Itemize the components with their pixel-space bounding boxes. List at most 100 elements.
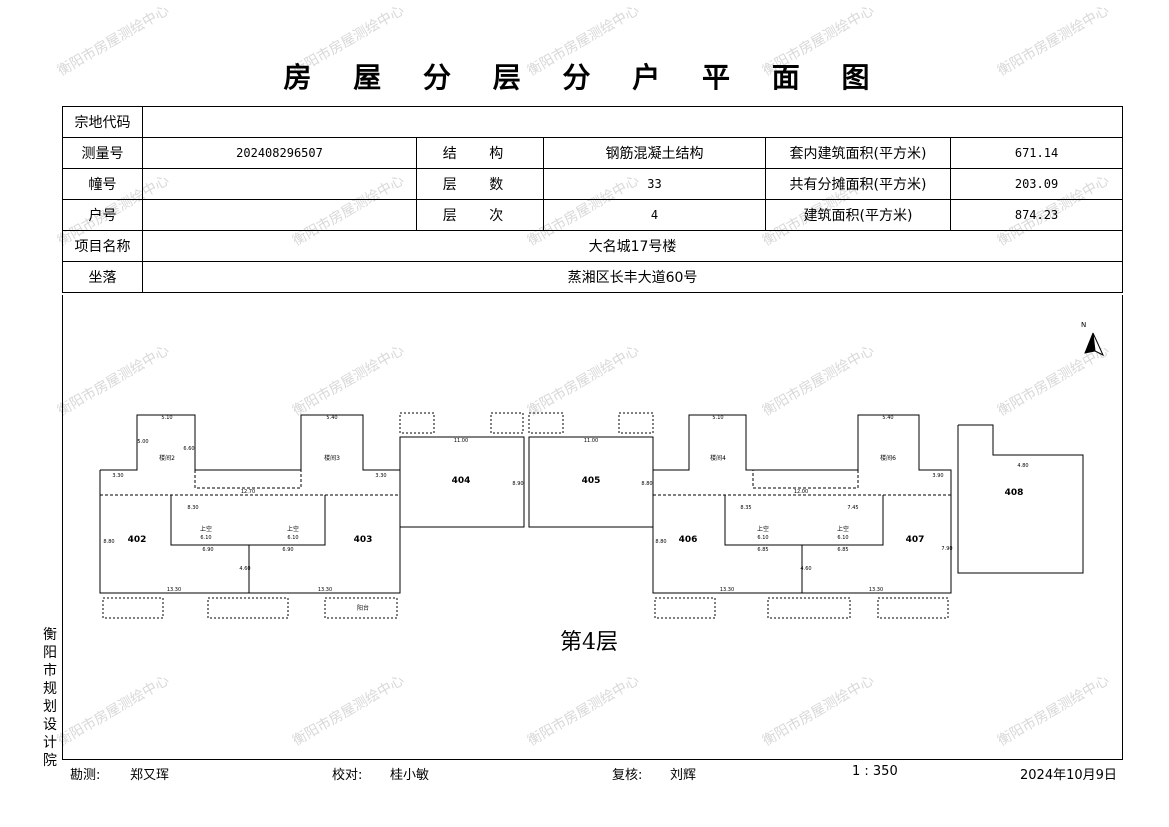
building-no-label: 幢号	[62, 168, 143, 200]
survey-no-label: 测量号	[62, 137, 143, 169]
survey-person: 郑又珲	[130, 768, 170, 783]
floor-label: 第4层	[560, 630, 618, 655]
review-label: 复核:	[612, 768, 643, 783]
block-404	[399, 436, 525, 528]
room-label: 楼间2	[159, 454, 175, 462]
room-label: 楼间3	[324, 454, 340, 462]
dim-label: 6.10	[757, 535, 768, 541]
floor-plan-area: N	[62, 295, 1123, 760]
shared-area-label: 共有分摊面积(平方米)	[765, 168, 951, 200]
room-label: 阳台	[357, 604, 369, 612]
property-info-table: 宗地代码 测量号 202408296507 结 构 钢筋混凝土结构 套内建筑面积…	[62, 106, 1124, 293]
project-label: 项目名称	[62, 230, 143, 262]
unit-no-value	[142, 199, 417, 231]
location-value: 蒸湘区长丰大道60号	[141, 261, 1124, 293]
survey-no-value: 202408296507	[142, 137, 417, 169]
dim-label: 8.90	[512, 481, 523, 487]
dim-label: 5.00	[137, 439, 148, 445]
org-char: 划	[43, 699, 57, 715]
floors-label: 层 数	[416, 168, 544, 200]
dim-label: 5.40	[326, 415, 337, 421]
north-label: N	[1081, 321, 1086, 329]
dim-label: 11.00	[454, 438, 468, 444]
dim-label: 6.10	[200, 535, 211, 541]
dim-label: 5.40	[882, 415, 893, 421]
dim-label: 6.85	[757, 547, 768, 553]
org-char: 阳	[43, 645, 57, 661]
unit-label: 408	[1005, 488, 1024, 498]
inner-area-label: 套内建筑面积(平方米)	[765, 137, 951, 169]
dim-label: 3.30	[112, 473, 123, 479]
location-label: 坐落	[62, 261, 143, 293]
dim-label: 3.90	[932, 473, 943, 479]
build-area-label: 建筑面积(平方米)	[765, 199, 951, 231]
building-no-value	[142, 168, 417, 200]
dim-label: 6.10	[287, 535, 298, 541]
build-area-value: 874.23	[949, 199, 1124, 231]
room-label: 上空	[287, 525, 299, 533]
unit-label: 405	[582, 476, 601, 486]
dim-label: 7.90	[941, 546, 952, 552]
org-char: 规	[43, 681, 57, 697]
page-title: 房 屋 分 层 分 户 平 面 图	[283, 61, 886, 94]
room-label: 上空	[837, 525, 849, 533]
parcel-code-label: 宗地代码	[62, 106, 143, 138]
block-408	[957, 424, 1084, 574]
room-label: 楼间4	[710, 454, 726, 462]
shared-area-value: 203.09	[949, 168, 1124, 200]
structure-value: 钢筋混凝土结构	[543, 137, 766, 169]
structure-label: 结 构	[416, 137, 544, 169]
room-label: 上空	[757, 525, 769, 533]
room-label: 上空	[200, 525, 212, 533]
dim-label: 5.10	[712, 415, 723, 421]
unit-label: 404	[452, 476, 471, 486]
org-char: 计	[43, 735, 57, 751]
dim-label: 13.30	[720, 587, 734, 593]
dim-label: 4.60	[239, 566, 250, 572]
scale-label: 1 : 350	[852, 764, 898, 779]
org-char: 设	[43, 717, 57, 733]
dim-label: 8.80	[641, 481, 652, 487]
dim-label: 13.30	[167, 587, 181, 593]
unit-no-label: 户号	[62, 199, 143, 231]
org-char: 院	[43, 753, 57, 769]
floors-value: 33	[543, 168, 766, 200]
room-label: 楼间6	[880, 454, 896, 462]
survey-label: 勘测:	[70, 768, 101, 783]
dim-label: 13.30	[318, 587, 332, 593]
org-char: 市	[43, 663, 57, 679]
dim-label: 6.90	[202, 547, 213, 553]
dim-label: 7.45	[847, 505, 858, 511]
dim-label: 6.60	[183, 446, 194, 452]
level-label: 层 次	[416, 199, 544, 231]
dim-label: 8.80	[103, 539, 114, 545]
balconies	[102, 412, 949, 619]
block-402-403	[99, 414, 401, 594]
dim-label: 12.00	[794, 489, 808, 495]
check-label: 校对:	[332, 768, 363, 783]
dim-label: 6.90	[282, 547, 293, 553]
north-arrow-icon: N	[1081, 321, 1105, 357]
level-value: 4	[543, 199, 766, 231]
dim-label: 6.10	[837, 535, 848, 541]
dim-label: 8.30	[187, 505, 198, 511]
project-value: 大名城17号楼	[141, 230, 1124, 262]
review-person: 刘辉	[670, 768, 697, 783]
dim-label: 12.70	[241, 489, 255, 495]
dim-label: 8.80	[655, 539, 666, 545]
inner-area-value: 671.14	[949, 137, 1124, 169]
date-label: 2024年10月9日	[1020, 768, 1117, 783]
dim-label: 11.00	[584, 438, 598, 444]
dim-label: 4.60	[800, 566, 811, 572]
org-name-vertical: 衡 阳 市 规 划 设 计 院	[42, 626, 58, 770]
unit-label: 403	[354, 535, 373, 545]
org-char: 衡	[43, 627, 57, 643]
check-person: 桂小敏	[390, 768, 430, 783]
dim-label: 4.80	[1017, 463, 1028, 469]
block-406-407	[652, 414, 952, 594]
parcel-code-value	[141, 106, 1124, 138]
dim-label: 6.85	[837, 547, 848, 553]
dim-label: 3.30	[375, 473, 386, 479]
dim-label: 5.10	[161, 415, 172, 421]
dim-label: 13.30	[869, 587, 883, 593]
